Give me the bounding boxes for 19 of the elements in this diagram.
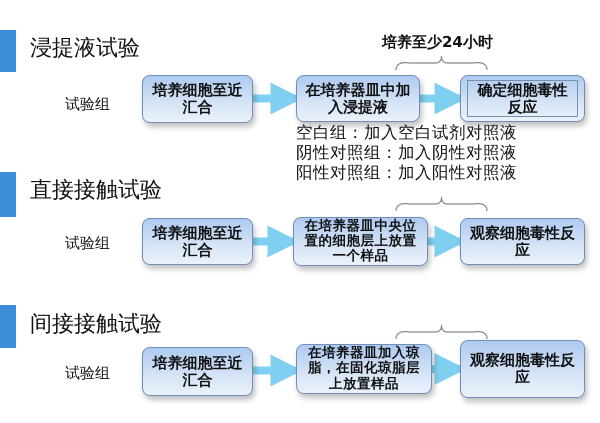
group-label: 试验组 — [65, 364, 110, 382]
duration-label: 培养至少24小时 — [382, 33, 493, 51]
group-label: 试验组 — [65, 234, 110, 252]
process-box: 观察细胞毒性反应 — [460, 218, 585, 265]
process-box: 在培养器皿中加入浸提液 — [296, 75, 420, 122]
section-title: 直接接触试验 — [30, 178, 162, 204]
section-title: 浸提液试验 — [30, 36, 140, 62]
control-note: 空白组：加入空白试剂对照液 — [296, 123, 517, 143]
process-box: 在培养器皿中央位置的细胞层上放置一个样品 — [293, 217, 428, 266]
control-note: 阴性对照组：加入阴性对照液 — [296, 143, 517, 163]
section-title: 间接接触试验 — [30, 312, 162, 338]
process-box: 培养细胞至近汇合 — [142, 347, 253, 396]
process-box: 确定细胞毒性反应 — [460, 75, 585, 122]
group-label: 试验组 — [65, 95, 110, 113]
control-note: 阳性对照组：加入阳性对照液 — [296, 163, 517, 183]
process-box: 培养细胞至近汇合 — [142, 218, 253, 265]
process-box: 在培养器皿加入琼脂，在固化琼脂层上放置样品 — [296, 344, 432, 394]
process-box: 培养细胞至近汇合 — [142, 75, 253, 123]
process-box: 观察细胞毒性反应 — [460, 340, 585, 398]
